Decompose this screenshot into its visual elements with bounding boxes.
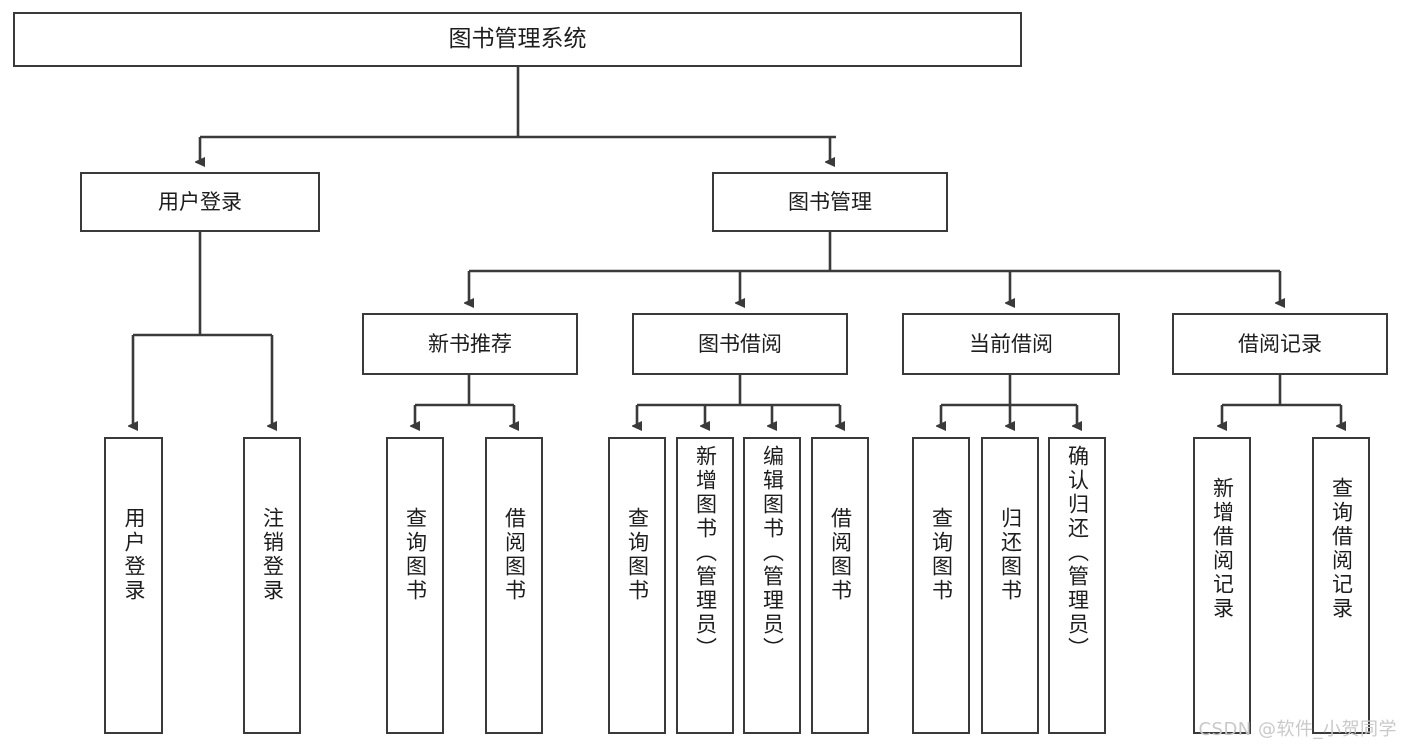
leaf-query-book-current[interactable]: 查询图书 (912, 437, 970, 734)
node-user-login[interactable]: 用户登录 (80, 172, 320, 232)
leaf-borrow-book-recommend[interactable]: 借阅图书 (485, 437, 543, 734)
leaf-add-book-admin[interactable]: 新增图书（管理员） (676, 437, 734, 734)
node-label: 编辑图书（管理员） (760, 445, 785, 661)
node-label: 确认归还（管理员） (1065, 445, 1090, 661)
node-label: 用户登录 (158, 189, 242, 214)
node-book-management[interactable]: 图书管理 (712, 172, 948, 232)
node-label: 图书借阅 (698, 331, 782, 356)
node-label: 查询图书 (929, 507, 954, 603)
leaf-confirm-return-admin[interactable]: 确认归还（管理员） (1048, 437, 1106, 734)
node-new-book-recommend[interactable]: 新书推荐 (362, 313, 578, 375)
node-label: 图书管理系统 (448, 26, 587, 52)
leaf-query-book-borrow[interactable]: 查询图书 (608, 437, 666, 734)
node-label: 借阅图书 (502, 507, 527, 603)
node-label: 借阅图书 (828, 507, 853, 603)
node-label: 图书管理 (788, 189, 872, 214)
node-label: 查询图书 (403, 507, 428, 603)
leaf-edit-book-admin[interactable]: 编辑图书（管理员） (743, 437, 801, 734)
leaf-return-book[interactable]: 归还图书 (981, 437, 1039, 734)
node-label: 查询借阅记录 (1329, 477, 1354, 621)
leaf-borrow-book[interactable]: 借阅图书 (811, 437, 869, 734)
node-label: 借阅记录 (1238, 331, 1322, 356)
node-label: 查询图书 (625, 507, 650, 603)
node-label: 新增借阅记录 (1210, 477, 1235, 621)
node-borrow-record[interactable]: 借阅记录 (1172, 313, 1388, 375)
leaf-add-borrow-record[interactable]: 新增借阅记录 (1193, 437, 1251, 734)
leaf-logout[interactable]: 注销登录 (243, 437, 301, 734)
leaf-user-login[interactable]: 用户登录 (104, 437, 163, 734)
node-label: 当前借阅 (969, 331, 1053, 356)
leaf-query-borrow-record[interactable]: 查询借阅记录 (1312, 437, 1370, 734)
node-current-borrow[interactable]: 当前借阅 (902, 313, 1120, 375)
node-label: 注销登录 (260, 507, 285, 603)
node-label: 归还图书 (998, 507, 1023, 603)
csdn-watermark: CSDN @软件_小贺同学 (1198, 719, 1397, 740)
leaf-query-book-recommend[interactable]: 查询图书 (386, 437, 444, 734)
node-label: 新书推荐 (428, 331, 512, 356)
node-label: 新增图书（管理员） (693, 445, 718, 661)
node-book-borrow[interactable]: 图书借阅 (632, 313, 848, 375)
node-label: 用户登录 (122, 507, 146, 603)
node-root-system[interactable]: 图书管理系统 (13, 12, 1022, 67)
